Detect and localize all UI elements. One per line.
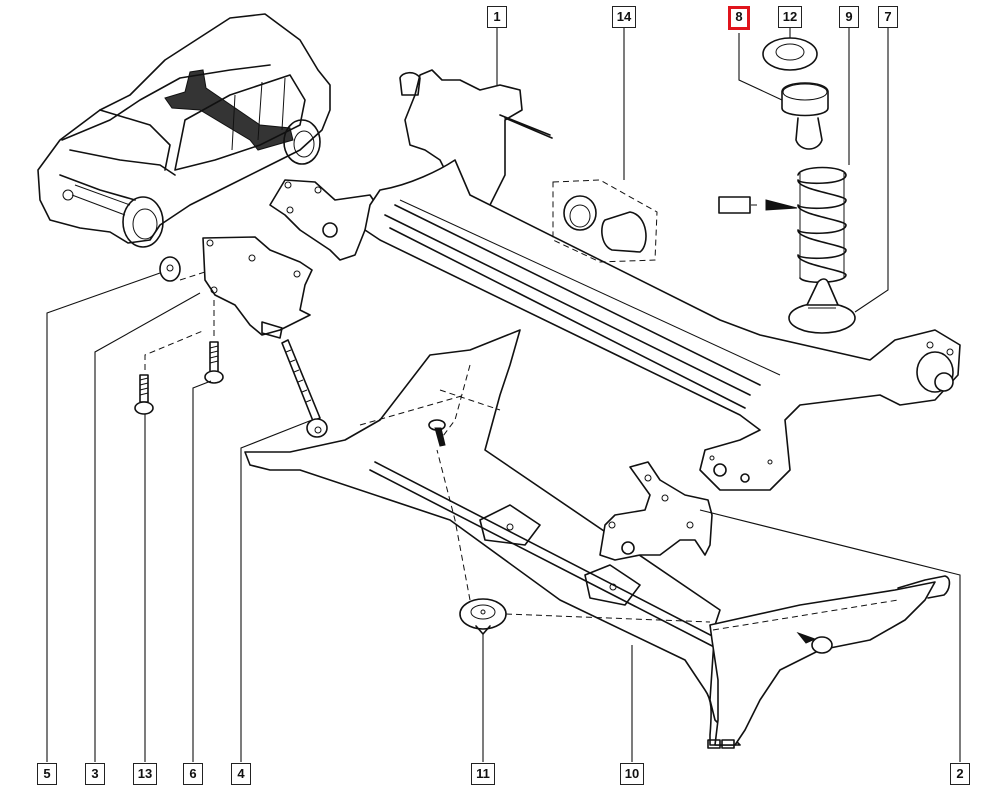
callout-1[interactable]: 1 <box>487 6 507 28</box>
callout-4[interactable]: 4 <box>231 763 251 785</box>
mounting-bracket <box>202 236 313 339</box>
callout-2[interactable]: 2 <box>950 763 970 785</box>
underbody-reinforcement-right <box>707 575 951 749</box>
callout-7[interactable]: 7 <box>878 6 898 28</box>
callout-5[interactable]: 5 <box>37 763 57 785</box>
paint-mark-symbol <box>718 196 798 214</box>
callout-3[interactable]: 3 <box>85 763 105 785</box>
plug <box>436 449 711 635</box>
callout-6[interactable]: 6 <box>183 763 203 785</box>
coil-spring <box>797 166 847 284</box>
callout-14[interactable]: 14 <box>612 6 636 28</box>
rear-axle-beam <box>269 69 961 491</box>
spring-lower-seat <box>788 278 856 334</box>
bush-washer <box>159 256 181 282</box>
leader-lines <box>46 28 961 762</box>
callout-11[interactable]: 11 <box>471 763 495 785</box>
callout-12[interactable]: 12 <box>778 6 802 28</box>
spring-upper-cup <box>762 37 818 71</box>
callout-9[interactable]: 9 <box>839 6 859 28</box>
callout-13[interactable]: 13 <box>133 763 157 785</box>
bump-stop <box>781 82 829 150</box>
callout-10[interactable]: 10 <box>620 763 644 785</box>
long-bolt-4 <box>281 339 328 438</box>
bolt-13 <box>134 374 154 415</box>
callout-8-highlighted[interactable]: 8 <box>728 6 750 30</box>
axle-bushings <box>552 179 658 263</box>
bolt-6 <box>204 341 224 384</box>
vehicle-overview-illustration <box>37 13 331 248</box>
side-bracket <box>599 461 713 561</box>
